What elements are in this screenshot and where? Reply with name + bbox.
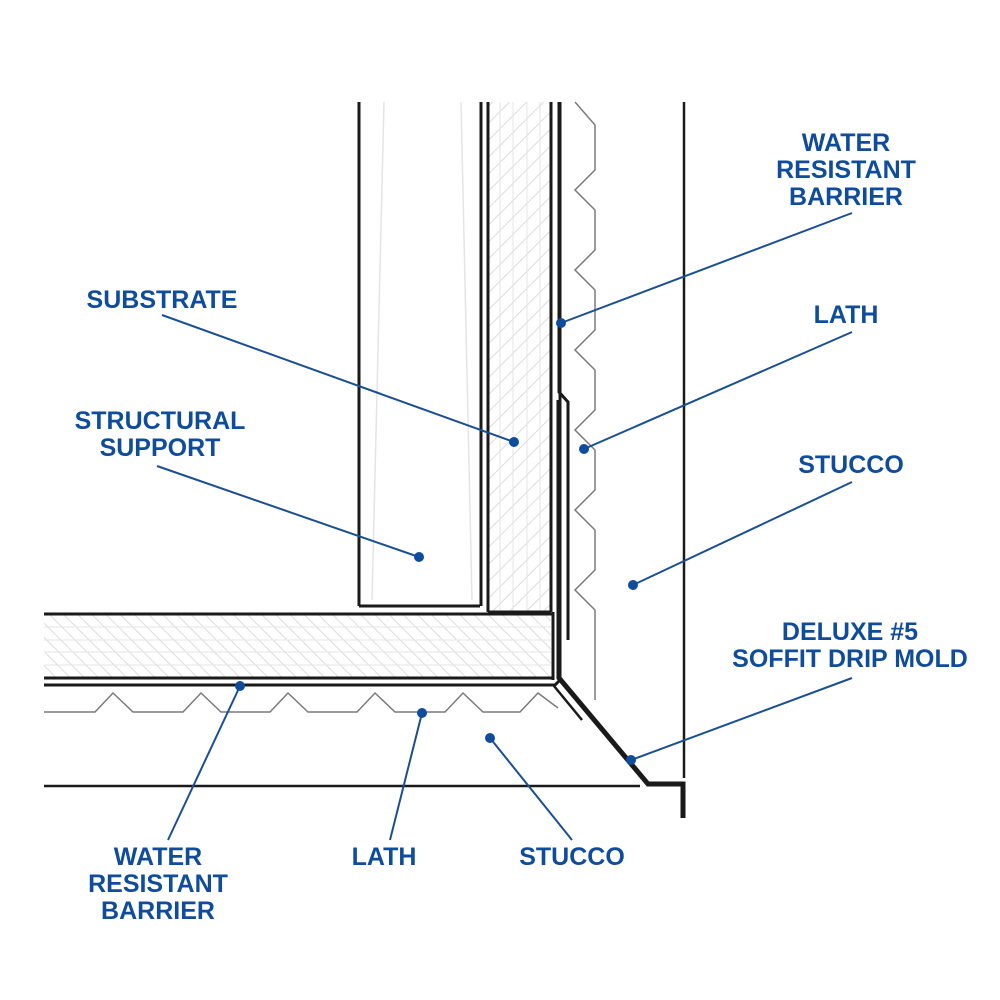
leader-drip-mold (630, 677, 853, 761)
callout-dots (235, 318, 638, 765)
leader-lath-bottom (389, 712, 423, 841)
dot-structural-support (414, 552, 424, 562)
label-line: STUCCO (798, 451, 904, 479)
dot-lath-bottom (417, 708, 427, 718)
dot-drip-mold (626, 755, 636, 765)
label-water-resistant-barrier-top: WATER RESISTANT BARRIER (776, 130, 916, 211)
label-line: BARRIER (789, 183, 903, 211)
lath-horizontal (44, 691, 559, 713)
label-line: SUPPORT (99, 434, 221, 462)
label-line: RESISTANT (88, 870, 228, 898)
label-lath-right: LATH (814, 302, 879, 329)
dot-stucco-bottom (485, 733, 495, 743)
label-line: BARRIER (101, 897, 215, 925)
stucco-outline (44, 102, 686, 788)
label-stucco-right: STUCCO (798, 452, 904, 479)
label-line: WATER (801, 129, 891, 157)
leader-wrb-bottom (167, 685, 241, 841)
label-line: LATH (813, 301, 879, 329)
dot-substrate (509, 437, 519, 447)
label-line: WATER (113, 843, 203, 871)
label-line: RESISTANT (776, 156, 916, 184)
dot-wrb-bottom (235, 681, 245, 691)
dot-stucco-right (628, 580, 638, 590)
dot-wrb-top (556, 318, 566, 328)
leader-lath-right (583, 331, 853, 450)
structural-support (357, 101, 483, 608)
substrate-horizontal (44, 612, 555, 680)
label-lath-bottom: LATH (352, 844, 417, 871)
label-line: STUCCO (519, 843, 625, 871)
label-line: DELUXE #5 (781, 618, 919, 646)
water-resistant-barrier (44, 102, 570, 687)
leader-lines (156, 212, 853, 841)
lath-vertical (573, 101, 596, 700)
leader-stucco-bottom (489, 737, 573, 841)
label-water-resistant-barrier-bottom: WATER RESISTANT BARRIER (88, 844, 228, 925)
leader-wrb-top (560, 212, 853, 324)
substrate-vertical (486, 102, 553, 614)
leader-structural-support (156, 465, 420, 558)
soffit-drip-mold (553, 400, 686, 818)
label-structural-support: STRUCTURAL SUPPORT (75, 408, 246, 462)
label-line: STRUCTURAL (74, 407, 246, 435)
label-substrate: SUBSTRATE (87, 287, 238, 314)
label-soffit-drip-mold: DELUXE #5 SOFFIT DRIP MOLD (732, 619, 968, 673)
label-line: SOFFIT DRIP MOLD (732, 645, 968, 673)
label-line: SUBSTRATE (86, 286, 238, 314)
leader-stucco-right (632, 481, 853, 586)
dot-lath-right (579, 444, 589, 454)
label-stucco-bottom: STUCCO (519, 844, 625, 871)
label-line: LATH (351, 843, 417, 871)
leader-substrate (161, 314, 515, 443)
